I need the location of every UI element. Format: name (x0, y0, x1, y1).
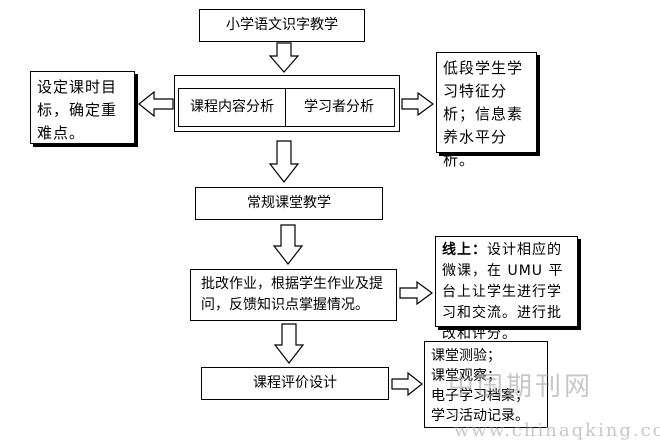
node-evaluation-items: 课堂测验； 课堂观察； 电子学习档案； 学习活动记录。 (424, 341, 548, 428)
node-evaluation-design: 课程评价设计 (201, 367, 389, 400)
node-grading-feedback-label: 批改作业，根据学生作业及提问，反馈知识点掌握情况。 (201, 276, 383, 313)
node-content-analysis: 课程内容分析 (178, 88, 286, 127)
right-arrow-online (399, 281, 433, 305)
left-arrow-goals (138, 91, 174, 117)
node-evaluation-design-label: 课程评价设计 (253, 375, 337, 391)
node-content-analysis-label: 课程内容分析 (190, 99, 274, 115)
node-grading-feedback: 批改作业，根据学生作业及提问，反馈知识点掌握情况。 (190, 269, 397, 321)
node-learner-traits-label: 低段学生学习特征分析；信息素养水平分析。 (443, 59, 524, 169)
node-learner-analysis: 学习者分析 (285, 88, 395, 127)
down-arrow-1 (268, 42, 300, 73)
evaluation-item: 课堂测验； (431, 348, 501, 364)
down-arrow-2 (268, 140, 300, 183)
node-set-goals: 设定课时目标，确定重难点。 (30, 71, 135, 144)
down-arrow-3 (272, 224, 304, 265)
node-learner-traits: 低段学生学习特征分析；信息素养水平分析。 (436, 52, 537, 169)
evaluation-item: 电子学习档案； (431, 388, 529, 404)
analysis-group: 课程内容分析 学习者分析 (174, 75, 400, 132)
right-arrow-traits (401, 92, 434, 116)
node-online: 线上：设计相应的微课，在 UMU 平台上让学生进行学习和交流。进行批改和评分。 (435, 236, 578, 342)
node-regular-teaching: 常规课堂教学 (195, 187, 383, 220)
evaluation-item: 学习活动记录。 (431, 408, 529, 424)
evaluation-item: 课堂观察； (431, 368, 501, 384)
node-online-label: 线上： (442, 242, 487, 258)
node-literacy-teaching: 小学语文识字教学 (199, 9, 365, 42)
right-arrow-eval (391, 372, 423, 396)
node-literacy-teaching-label: 小学语文识字教学 (226, 17, 338, 33)
node-learner-analysis-label: 学习者分析 (304, 99, 374, 115)
down-arrow-4 (273, 323, 305, 364)
node-online-text: 设计相应的微课，在 UMU 平台上让学生进行学习和交流。进行批改和评分。 (442, 242, 564, 342)
node-regular-teaching-label: 常规课堂教学 (247, 195, 331, 211)
node-set-goals-label: 设定课时目标，确定重难点。 (37, 78, 118, 142)
